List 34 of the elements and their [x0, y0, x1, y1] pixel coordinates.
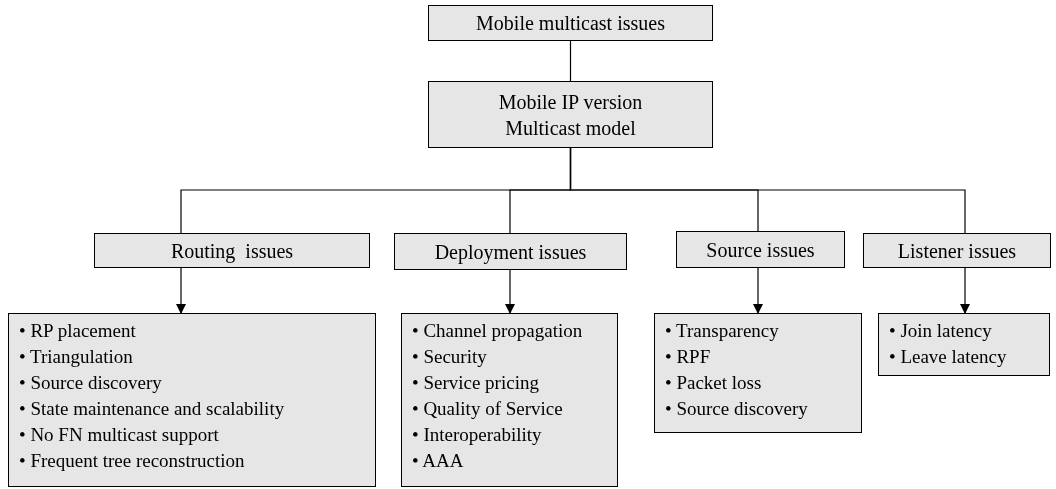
list-item: • AAA [412, 449, 465, 473]
list-item: • Security [412, 345, 488, 369]
connector-line [569, 40, 572, 82]
list-item: • Quality of Service [412, 397, 564, 421]
arrow [176, 267, 186, 314]
list-item: • Packet loss [665, 371, 763, 395]
list-item: • State maintenance and scalability [19, 397, 286, 421]
list-item: • Source discovery [665, 397, 809, 421]
arrow [505, 269, 515, 314]
list-item: • Leave latency [889, 345, 1008, 369]
arrow [753, 267, 763, 314]
bullet-list-box [8, 313, 376, 487]
connector-line [569, 147, 966, 234]
list-item: • Channel propagation [412, 319, 584, 343]
category-box: Mobile multicast issues [428, 5, 713, 41]
issue-box: Listener issues [863, 233, 1051, 268]
list-item: • Transparency [665, 319, 780, 343]
issue-box: Deployment issues [394, 233, 627, 270]
list-item: • RPF [665, 345, 712, 369]
list-item: • Triangulation [19, 345, 134, 369]
list-item: • Interoperability [412, 423, 543, 447]
issue-box: Source issues [676, 231, 845, 268]
list-item: • Service pricing [412, 371, 540, 395]
bullet-list-box [878, 313, 1050, 376]
list-item: • Source discovery [19, 371, 163, 395]
list-item: • Frequent tree reconstruction [19, 449, 246, 473]
category-box: Mobile IP version Multicast model [428, 81, 713, 148]
bullet-list-box [401, 313, 618, 487]
issue-box: Routing issues [94, 233, 370, 268]
list-item: • RP placement [19, 319, 137, 343]
arrow [960, 267, 970, 314]
list-item: • No FN multicast support [19, 423, 220, 447]
bullet-list-box [654, 313, 862, 433]
list-item: • Join latency [889, 319, 993, 343]
